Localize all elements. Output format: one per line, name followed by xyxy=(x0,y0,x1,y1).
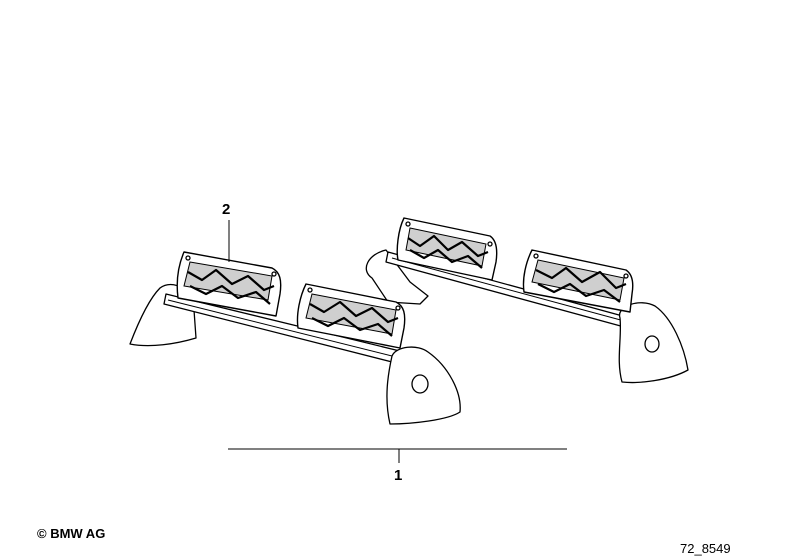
front-ski-carrier xyxy=(129,251,461,425)
drawing-number: 72_8549 xyxy=(680,541,731,556)
callout-label-2: 2 xyxy=(222,201,231,218)
copyright-notice: © BMW AG xyxy=(37,526,106,541)
rear-ski-carrier xyxy=(365,217,689,384)
callout-lines xyxy=(228,220,567,463)
callout-label-1: 1 xyxy=(394,467,403,484)
